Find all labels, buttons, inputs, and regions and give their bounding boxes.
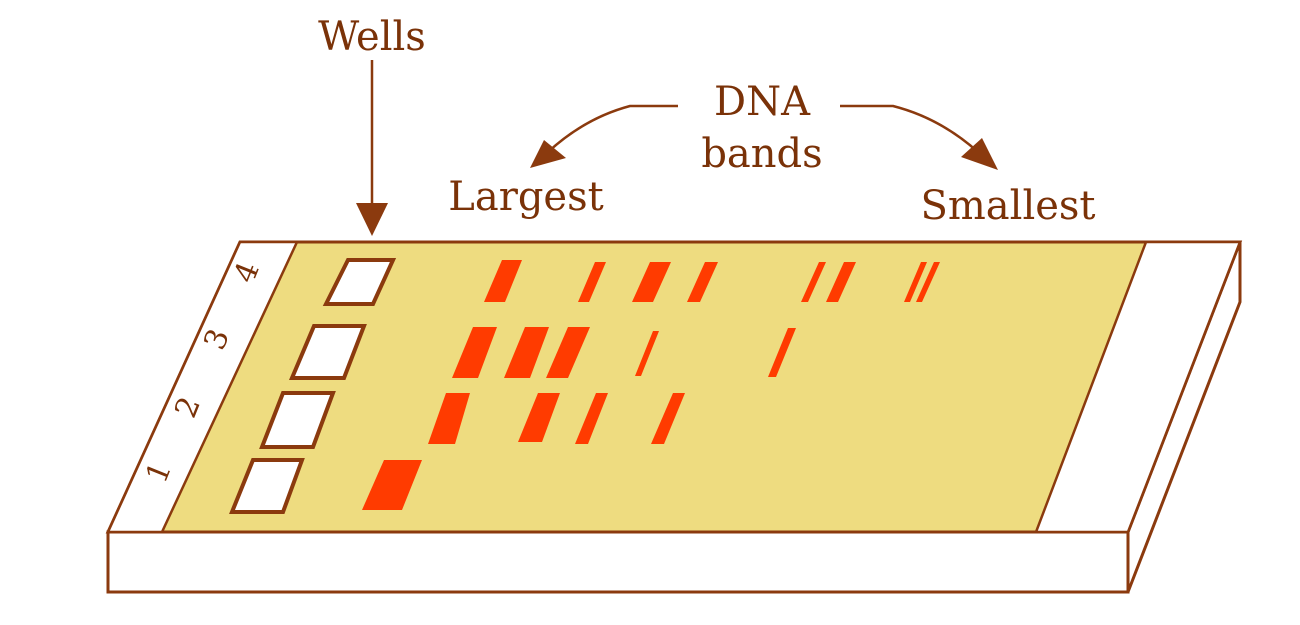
band-lane3-1 (452, 327, 497, 378)
dna-label-line2: bands (701, 131, 822, 177)
band-lane2-4 (651, 393, 685, 444)
band-lane2-1 (428, 393, 470, 444)
band-lane4-4 (687, 262, 718, 302)
diagram-labels: Wells DNA bands Largest Smallest (318, 14, 1095, 229)
largest-arrow-curve (547, 104, 678, 153)
lane-label-strip (106, 240, 299, 534)
smallest-arrow-curve (840, 104, 979, 153)
wells-label: Wells (318, 14, 426, 60)
band-lane2-3 (575, 393, 608, 444)
band-lane3-5 (768, 328, 796, 377)
band-lane3-3 (546, 327, 590, 378)
largest-label: Largest (448, 174, 603, 220)
band-lane4-6 (826, 262, 856, 302)
band-lane4-3 (632, 262, 671, 302)
well-lane-1 (229, 458, 305, 514)
slab-front-face (106, 530, 1130, 594)
smallest-label: Smallest (920, 183, 1095, 229)
gel-slab (105, 240, 1243, 594)
largest-arrow-head (530, 140, 566, 168)
well-lane-4 (322, 258, 397, 306)
wells (229, 258, 397, 514)
wells-pointer (356, 60, 388, 236)
band-lane4-7 (904, 262, 927, 302)
band-lane3-4 (635, 331, 659, 376)
smallest-arrow-head (961, 138, 998, 170)
well-lane-2 (259, 391, 336, 449)
dna-bands (362, 260, 940, 510)
band-lane4-8 (916, 262, 940, 302)
band-lane3-2 (504, 327, 549, 378)
dna-label-line1: DNA (714, 79, 811, 125)
band-lane4-1 (484, 260, 522, 302)
dna-bands-pointers (530, 104, 998, 170)
wells-arrow-head (356, 203, 388, 236)
band-lane4-2 (578, 262, 606, 302)
well-lane-3 (288, 324, 367, 380)
band-lane4-5 (801, 262, 826, 302)
gel-end-strip (1034, 240, 1242, 534)
band-lane1-1 (362, 460, 422, 510)
band-lane2-2 (518, 393, 560, 442)
